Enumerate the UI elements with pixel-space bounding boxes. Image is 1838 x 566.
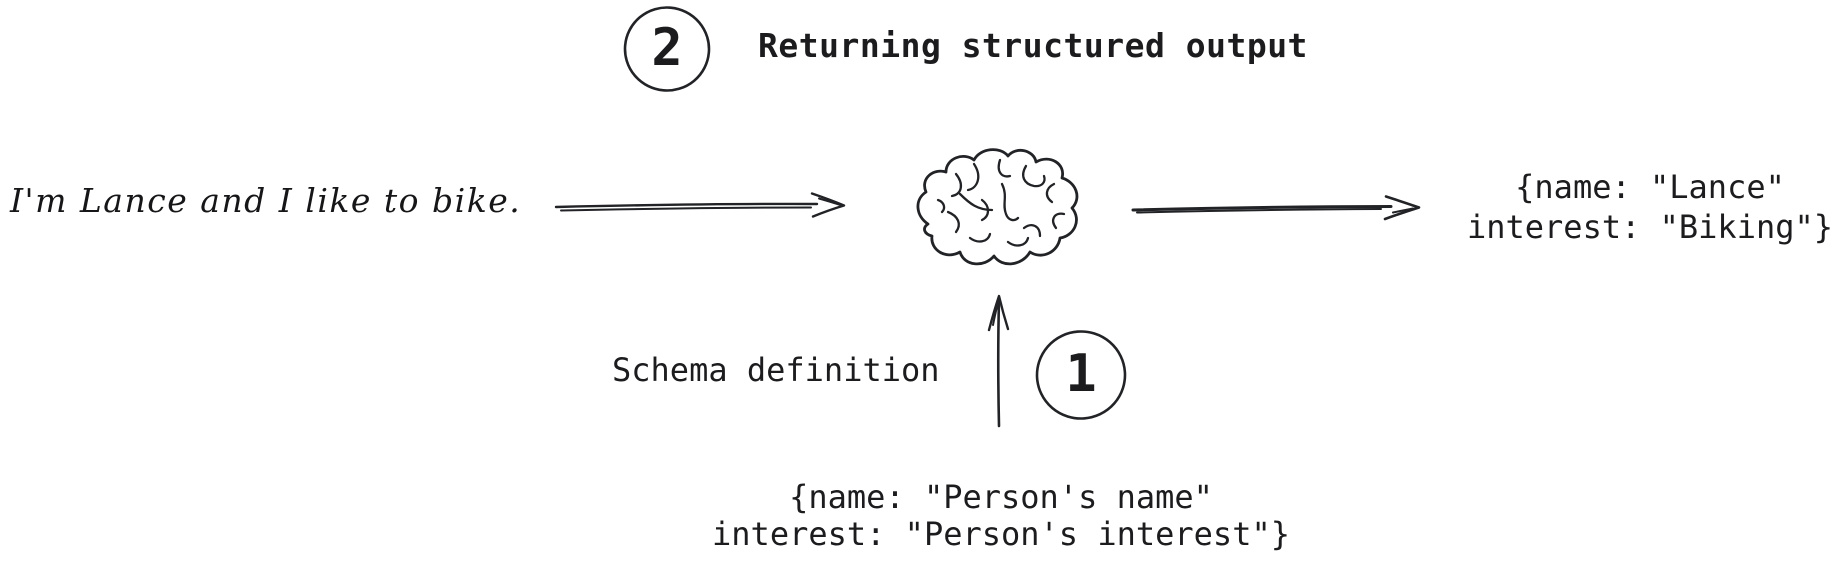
structured-output-text: {name: "Lance" interest: "Biking"} [1445,167,1838,247]
schema-line-2: interest: "Person's interest"} [712,515,1290,553]
step-1-label: Schema definition [612,351,940,389]
step-2-badge: 2 [622,5,712,93]
output-line-1: {name: "Lance" [1515,168,1785,206]
output-line-2: interest: "Biking"} [1466,208,1834,246]
output-arrow-right-icon [1131,195,1421,221]
step-1-number: 1 [1065,343,1097,404]
llm-brain-icon [916,148,1079,266]
step-1-badge: 1 [1034,329,1128,421]
step-2-number: 2 [651,17,683,78]
schema-arrow-up-icon [987,294,1010,428]
schema-definition-text: {name: "Person's name" interest: "Person… [648,479,1354,553]
input-arrow-right-icon [554,192,846,218]
circle-outline-icon [1035,330,1127,420]
user-input-text: I'm Lance and I like to bike. [10,181,522,220]
circle-outline-icon [623,6,711,92]
step-2-label: Returning structured output [758,26,1308,65]
schema-line-1: {name: "Person's name" [789,478,1213,516]
